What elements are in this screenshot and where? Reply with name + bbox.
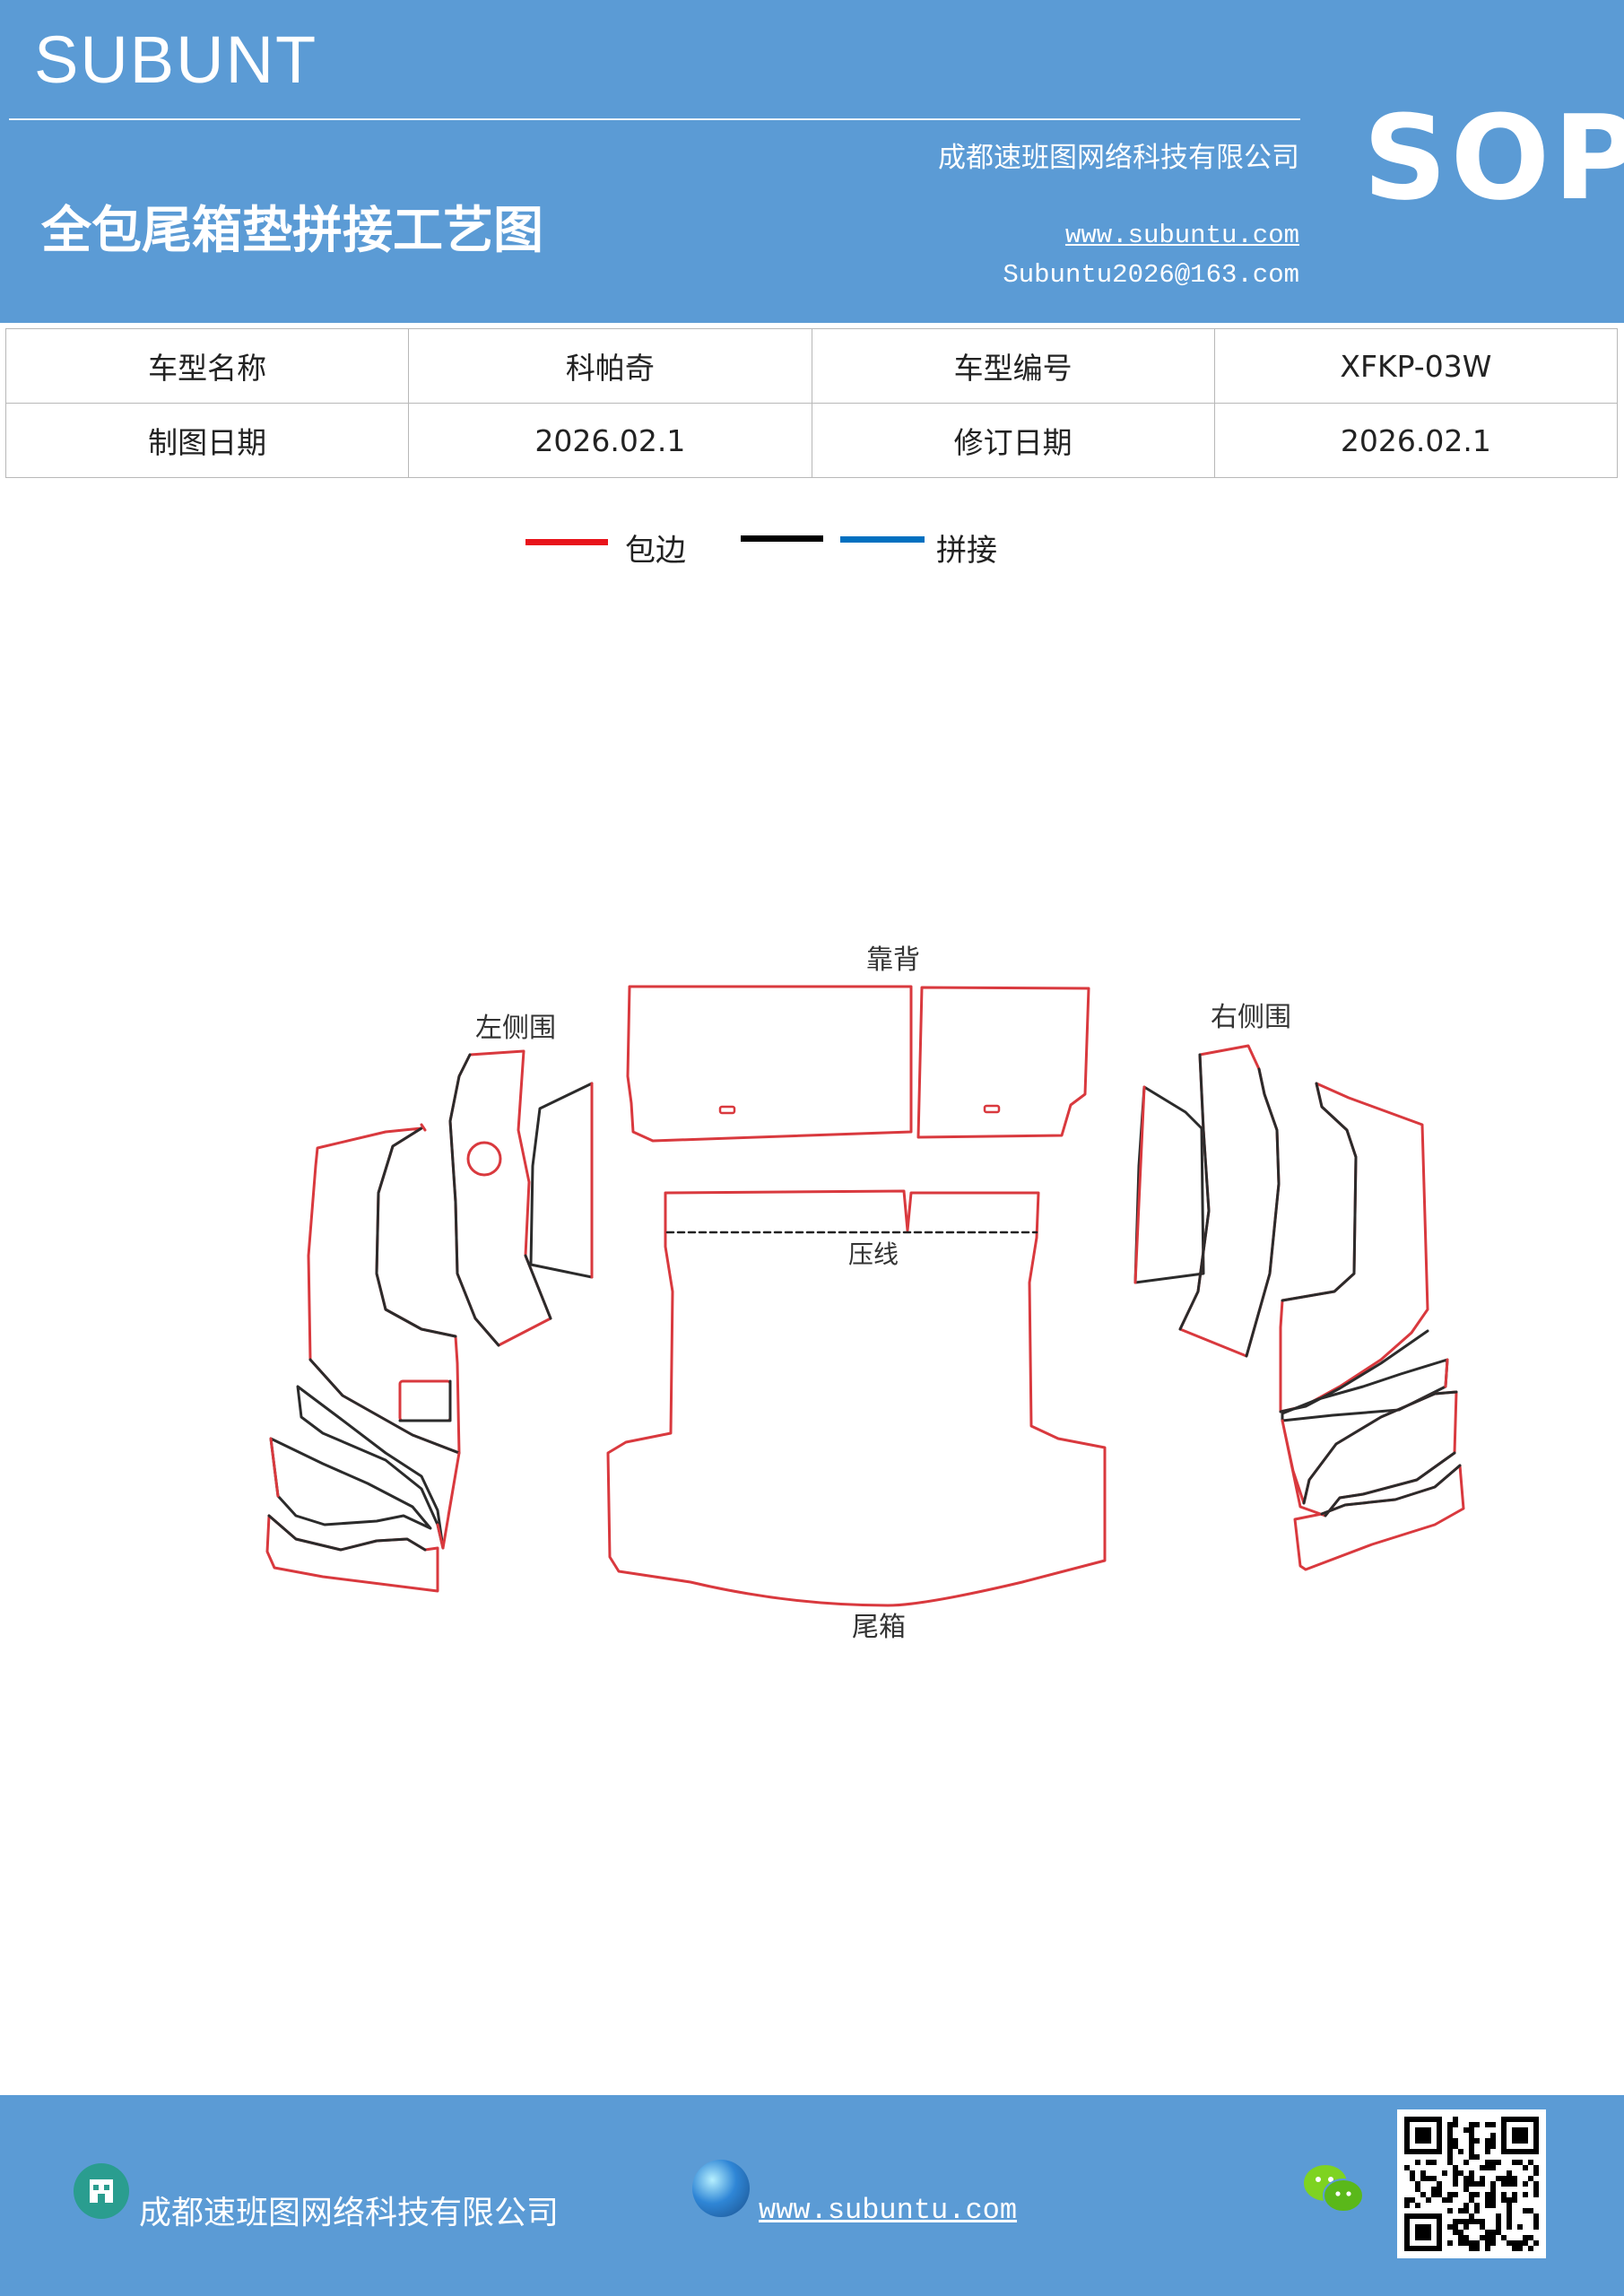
header-website-link[interactable]: www.subuntu.com — [1064, 221, 1299, 250]
backrest-left-panel — [626, 985, 913, 1143]
label-press-line: 压线 — [848, 1239, 899, 1269]
globe-icon — [692, 2160, 750, 2217]
left-side-small-panel — [529, 1082, 594, 1279]
backrest-slot-left — [718, 1105, 736, 1115]
left-side-lower-2 — [269, 1437, 432, 1530]
left-side-lower-3 — [265, 1514, 439, 1593]
model-code-label: 车型编号 — [811, 328, 1215, 404]
document-title: 全包尾箱垫拼接工艺图 — [41, 201, 543, 260]
draw-date-value: 2026.02.1 — [408, 403, 812, 478]
right-side-lower-2 — [1281, 1390, 1458, 1518]
header-email: Subuntu2026@163.com — [1003, 260, 1299, 290]
legend-label-edge: 包边 — [625, 533, 686, 569]
label-right-side: 右侧围 — [1211, 1002, 1291, 1033]
model-name-label: 车型名称 — [4, 328, 410, 404]
footer-website-link[interactable]: www.subuntu.com — [759, 2194, 1018, 2227]
legend-label-seam: 拼接 — [936, 533, 997, 569]
qr-code — [1397, 2109, 1546, 2258]
left-side-tab — [398, 1379, 452, 1422]
footer-company-name: 成都速班图网络科技有限公司 — [139, 2195, 560, 2231]
label-trunk: 尾箱 — [852, 1612, 906, 1643]
right-side-small-panel — [1133, 1085, 1205, 1284]
revise-date-value: 2026.02.1 — [1213, 403, 1619, 478]
sop-badge: SOP — [1363, 90, 1624, 226]
model-name-value: 科帕奇 — [408, 328, 812, 404]
legend-swatch-black — [741, 535, 823, 542]
right-side-lower-3 — [1293, 1464, 1465, 1571]
wechat-icon[interactable] — [1302, 2160, 1365, 2217]
revise-date-label: 修订日期 — [811, 403, 1215, 478]
trunk-floor-panel — [606, 1189, 1107, 1607]
table-row: 车型名称 科帕奇 车型编号 XFKP-03W — [4, 328, 1619, 404]
model-code-value: XFKP-03W — [1213, 328, 1619, 404]
left-side-main — [448, 1049, 552, 1347]
draw-date-label: 制图日期 — [4, 403, 410, 478]
building-icon — [74, 2163, 129, 2219]
left-side-hole — [466, 1141, 502, 1177]
brand-logo-text: SUBUNT — [34, 22, 318, 97]
header-company-name: 成都速班图网络科技有限公司 — [938, 142, 1299, 174]
table-row: 制图日期 2026.02.1 修订日期 2026.02.1 — [4, 403, 1619, 478]
backrest-right-panel — [916, 986, 1090, 1139]
vehicle-info-table: 车型名称 科帕奇 车型编号 XFKP-03W 制图日期 2026.02.1 修订… — [4, 328, 1619, 478]
header-banner: SUBUNT 成都速班图网络科技有限公司 全包尾箱垫拼接工艺图 www.subu… — [0, 0, 1624, 323]
legend-swatch-edge — [525, 539, 608, 545]
label-left-side: 左侧围 — [475, 1013, 556, 1044]
backrest-slot-right — [983, 1104, 1001, 1114]
legend-swatch-seam — [840, 536, 925, 543]
header-divider — [9, 118, 1300, 120]
label-backrest: 靠背 — [866, 944, 920, 976]
